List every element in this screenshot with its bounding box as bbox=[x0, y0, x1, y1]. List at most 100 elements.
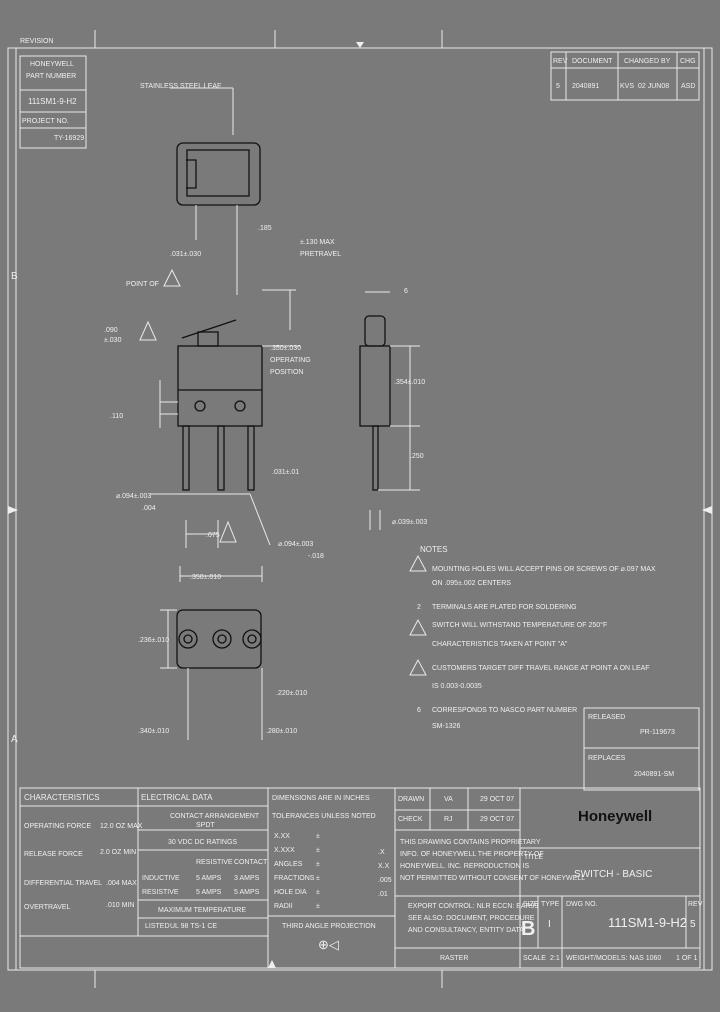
tol-row2-a: ± bbox=[316, 861, 320, 868]
char-rel-force-value: 2.0 OZ MIN bbox=[100, 849, 137, 856]
conf-line3: HONEYWELL. INC. REPRODUCTION IS bbox=[400, 863, 530, 870]
drawing-title: SWITCH - BASIC bbox=[574, 869, 653, 880]
char-rel-force-label: RELEASE FORCE bbox=[24, 851, 83, 858]
scale-value: 2:1 bbox=[550, 955, 560, 962]
replaces-label: REPLACES bbox=[588, 755, 626, 762]
note-6-num: 6 bbox=[417, 707, 421, 714]
weight-label: WEIGHT/MODELS: NAS 1060 bbox=[566, 955, 662, 962]
tol-line1: DIMENSIONS ARE IN INCHES bbox=[272, 795, 370, 802]
op-position-dim: .350±.030 bbox=[270, 345, 302, 352]
dim-090: .090 bbox=[104, 327, 118, 334]
elec-row1-c: 3 AMPS bbox=[234, 875, 260, 882]
date-value: 02 JUN08 bbox=[638, 83, 670, 90]
dwg-label: DWG NO. bbox=[566, 901, 598, 908]
contact-arrangement: CONTACT ARRANGEMENT bbox=[170, 813, 260, 820]
drawn-label: DRAWN bbox=[398, 796, 425, 803]
elec-row2-b: 5 AMPS bbox=[196, 889, 222, 896]
export-line2: SEE ALSO: DOCUMENT, PROCEDURE bbox=[408, 915, 535, 922]
listed: LISTED bbox=[145, 923, 170, 930]
tol-right-1: X.X bbox=[378, 863, 390, 870]
point-label: POINT OF bbox=[126, 281, 159, 288]
dim-250: .250 bbox=[410, 453, 424, 460]
tol-row0-label: X.XX bbox=[274, 833, 290, 840]
tol-row5-label: RADII bbox=[274, 903, 293, 910]
dim-dia1b: .004 bbox=[142, 505, 156, 512]
type-label: TYPE bbox=[541, 901, 560, 908]
part-number-label: PART NUMBER bbox=[26, 73, 77, 80]
customer-part-number: 111SM1-9-H2 bbox=[28, 97, 77, 106]
rev-label: REV bbox=[688, 901, 703, 908]
chg-header: CHG bbox=[680, 58, 696, 65]
dim-110: .110 bbox=[110, 413, 124, 420]
note-1: MOUNTING HOLES WILL ACCEPT PINS OR SCREW… bbox=[432, 566, 656, 573]
note-5: CUSTOMERS TARGET DIFF TRAVEL RANGE AT PO… bbox=[432, 665, 650, 672]
tol-row2-label: ANGLES bbox=[274, 861, 303, 868]
op-position-label2: POSITION bbox=[270, 369, 304, 376]
document-value: 2040891 bbox=[572, 83, 600, 90]
tol-row1-label: X.XXX bbox=[274, 847, 295, 854]
scale-label: SCALE bbox=[523, 955, 546, 962]
elec-row2-c: 5 AMPS bbox=[234, 889, 260, 896]
note-5b: IS 0.003-0.0035 bbox=[432, 683, 482, 690]
check-date: 29 OCT 07 bbox=[480, 816, 515, 823]
size-label: SIZE bbox=[523, 901, 539, 908]
conf-line1: THIS DRAWING CONTAINS PROPRIETARY bbox=[400, 839, 541, 846]
note-2: TERMINALS ARE PLATED FOR SOLDERING bbox=[432, 604, 577, 611]
honeywell-label: HONEYWELL bbox=[30, 61, 74, 68]
dim-dia2b: -.018 bbox=[308, 553, 324, 560]
tol-row5-a: ± bbox=[316, 903, 320, 910]
sheet-label: 1 OF 1 bbox=[676, 955, 698, 962]
char-overtravel-label: OVERTRAVEL bbox=[24, 904, 71, 911]
tol-row3-label: FRACTIONS bbox=[274, 875, 315, 882]
contact-spdt: SPDT bbox=[196, 822, 215, 829]
project-label: PROJECT NO. bbox=[22, 118, 69, 125]
char-diff-travel-value: .004 MAX bbox=[106, 880, 137, 887]
dim-max-travel: ±.130 MAX bbox=[300, 239, 335, 246]
raster-label: RASTER bbox=[440, 955, 469, 962]
op-position-label: OPERATING bbox=[270, 357, 311, 364]
dim-220: .220±.010 bbox=[276, 690, 308, 697]
side-mark-a: A bbox=[11, 734, 18, 745]
notes-title: NOTES bbox=[420, 545, 448, 554]
size-value: B bbox=[521, 918, 536, 940]
honeywell-logo: Honeywell bbox=[578, 808, 653, 825]
dim-090b: ±.030 bbox=[104, 337, 122, 344]
dim-031b: .031±.01 bbox=[272, 469, 300, 476]
third-angle: THIRD ANGLE PROJECTION bbox=[282, 923, 376, 930]
dim-075: .075 bbox=[206, 532, 220, 539]
elec-row1-b: 5 AMPS bbox=[196, 875, 222, 882]
characteristics-title: CHARACTERISTICS bbox=[24, 793, 100, 802]
rev-header: REV bbox=[553, 58, 568, 65]
char-op-force-label: OPERATING FORCE bbox=[24, 823, 92, 830]
rev-value-tb: 5 bbox=[690, 919, 696, 930]
tol-row4-label: HOLE DIA bbox=[274, 889, 307, 896]
agency: UL 98 TS-1 CE bbox=[170, 923, 218, 930]
elec-header-resistive: RESISTIVE bbox=[196, 859, 233, 866]
chg-value: ASD bbox=[681, 83, 696, 90]
dim-350: .350±.010 bbox=[190, 574, 222, 581]
dc-ratings: 30 VDC DC RATINGS bbox=[168, 839, 238, 846]
tol-right-0: .X bbox=[378, 849, 385, 856]
note-4: CHARACTERISTICS TAKEN AT POINT "A" bbox=[432, 641, 568, 648]
replaces-value: 2040891-SM bbox=[634, 771, 675, 778]
char-overtravel-value: .010 MIN bbox=[106, 902, 135, 909]
dim-280: .280±.010 bbox=[266, 728, 298, 735]
dim-dia3: ⌀.039±.003 bbox=[392, 519, 428, 526]
projection-symbol: ⊕◁ bbox=[318, 937, 339, 952]
project-number: TY-16929 bbox=[54, 135, 85, 142]
conf-line4: NOT PERMITTED WITHOUT CONSENT OF HONEYWE… bbox=[400, 875, 586, 882]
dim-354: .354±.010 bbox=[394, 379, 426, 386]
dim-031: .031±.030 bbox=[170, 251, 202, 258]
tol-row1-a: ± bbox=[316, 847, 320, 854]
type-value: I bbox=[548, 919, 551, 930]
note-6: CORRESPONDS TO NASCO PART NUMBER bbox=[432, 707, 578, 714]
drawn-by: VA bbox=[444, 796, 453, 803]
max-temp: MAXIMUM TEMPERATURE bbox=[158, 907, 247, 914]
conf-line2: INFO. OF HONEYWELL THE PROPERTY OF bbox=[400, 851, 544, 858]
elec-row1-a: INDUCTIVE bbox=[142, 875, 180, 882]
rev-value: 5 bbox=[556, 83, 560, 90]
dim-6: 6 bbox=[404, 288, 408, 295]
electrical-title: ELECTRICAL DATA bbox=[141, 793, 213, 802]
note-2-num: 2 bbox=[417, 604, 421, 611]
